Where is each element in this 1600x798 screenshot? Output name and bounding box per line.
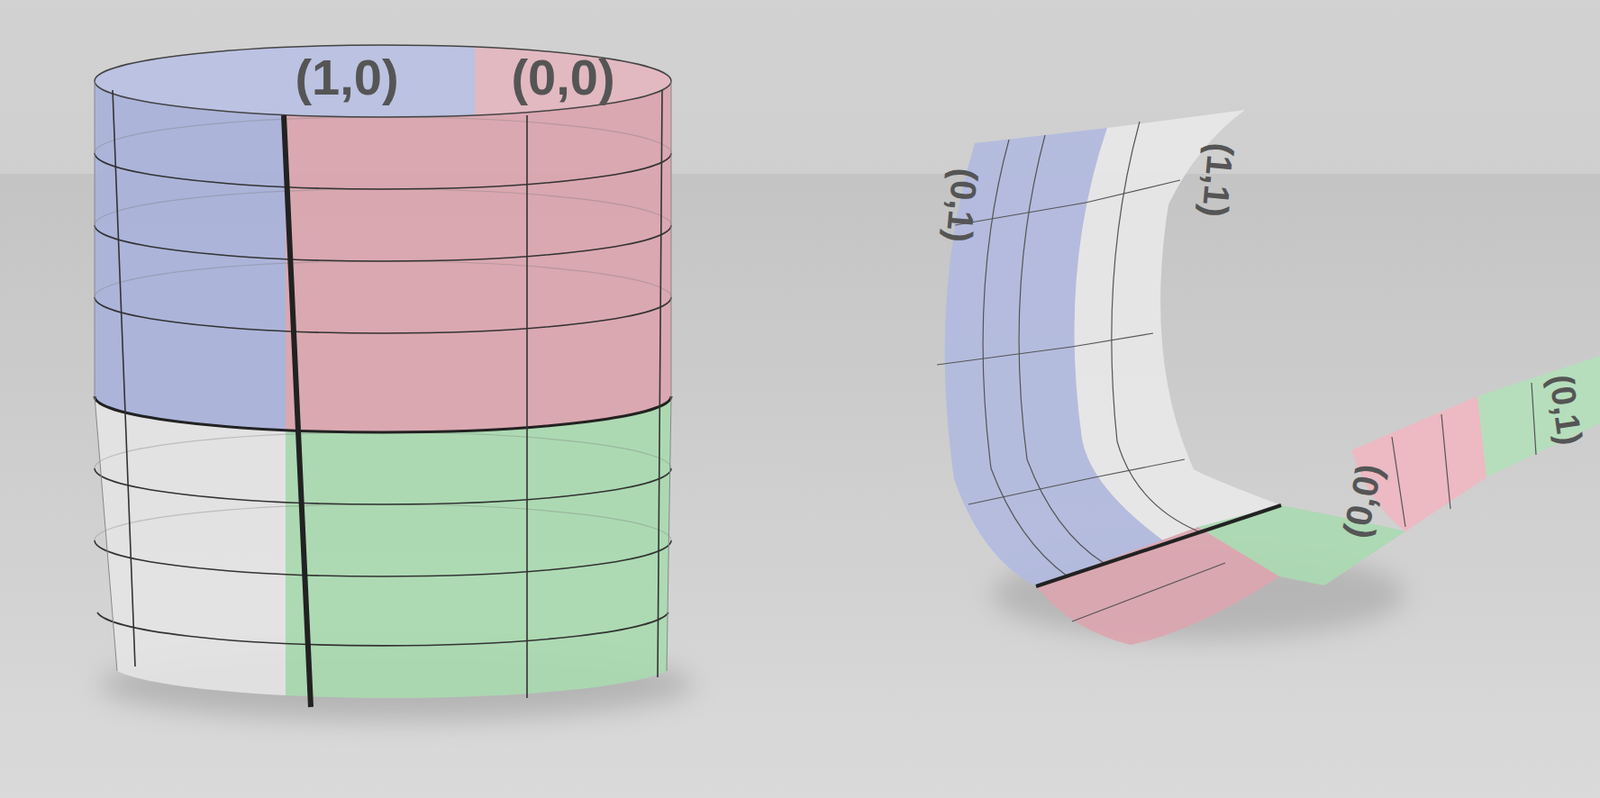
- uv-coordinate-label: (1,1): [1196, 141, 1239, 219]
- unwrapped-sheet: [945, 109, 1600, 646]
- cylinder: [94, 81, 672, 699]
- uv-coordinate-label: (0,1): [940, 166, 983, 244]
- cylinder-grid: [94, 45, 672, 708]
- cylinder-interior: [94, 45, 672, 118]
- uv-coordinate-label: (1,0): [294, 52, 399, 103]
- uv-coordinate-label: (0,0): [510, 52, 615, 103]
- sheet-grid: [936, 121, 1537, 622]
- uv-coordinate-label: (0,1): [1544, 372, 1589, 448]
